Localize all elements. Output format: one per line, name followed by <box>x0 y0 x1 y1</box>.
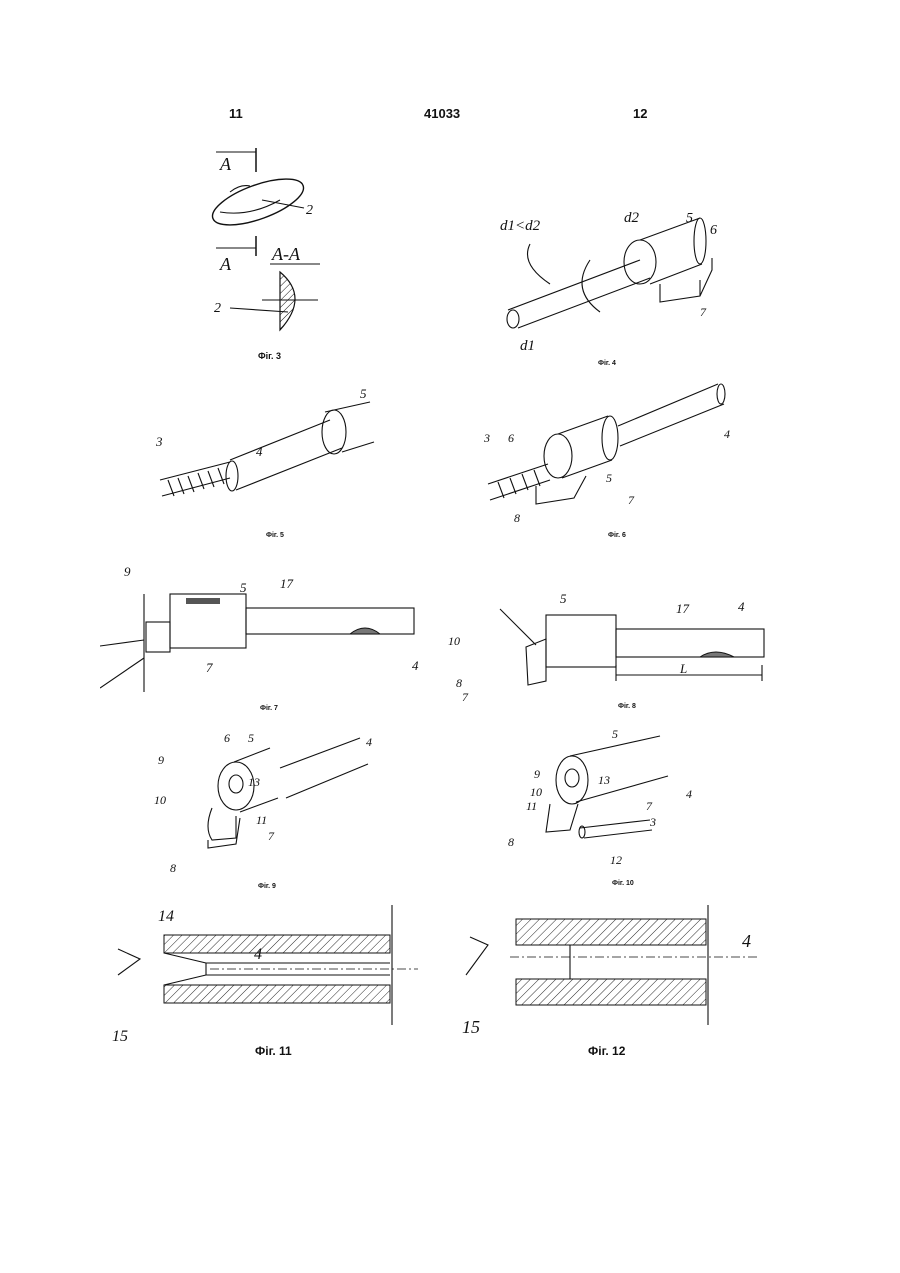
label-5: 5 <box>686 211 693 226</box>
page-number-left: 11 <box>229 106 243 121</box>
label-7: 7 <box>646 799 653 813</box>
label-11: 11 <box>256 813 267 827</box>
label-13: 13 <box>598 773 610 787</box>
label-5: 5 <box>560 591 567 606</box>
figure-8-drawing: 5 17 4 10 8 7 L <box>440 585 770 705</box>
label-9: 9 <box>124 564 131 579</box>
label-a-top: A <box>219 154 232 174</box>
label-17: 17 <box>280 576 294 591</box>
caption-fig-11: Фіг. 11 <box>255 1044 292 1058</box>
label-14: 14 <box>158 908 174 925</box>
label-4: 4 <box>366 735 372 749</box>
label-2a: 2 <box>306 203 313 218</box>
label-13: 13 <box>248 775 260 789</box>
figure-10-drawing: 5 9 13 10 4 11 7 3 8 12 <box>500 728 710 878</box>
label-7: 7 <box>206 660 213 675</box>
label-d1: d1 <box>520 338 535 354</box>
patent-number: 41033 <box>424 106 460 121</box>
label-4: 4 <box>254 946 262 963</box>
label-section: A-A <box>271 244 301 264</box>
caption-fig-8: Фіг. 8 <box>618 703 636 710</box>
label-4: 4 <box>724 427 730 441</box>
label-3: 3 <box>155 434 163 449</box>
label-10: 10 <box>530 785 542 799</box>
label-9: 9 <box>158 753 164 767</box>
figure-9-drawing: 6 5 4 9 13 10 11 7 8 <box>140 728 400 878</box>
label-12: 12 <box>610 853 622 867</box>
label-8: 8 <box>508 835 514 849</box>
label-L: L <box>679 661 687 676</box>
caption-fig-9: Фіг. 9 <box>258 883 276 890</box>
label-10: 10 <box>448 634 460 648</box>
label-8: 8 <box>514 511 520 525</box>
page-number-right: 12 <box>633 106 647 121</box>
caption-fig-10: Фіг. 10 <box>612 880 634 887</box>
label-9: 9 <box>534 767 540 781</box>
caption-fig-3: Фіг. 3 <box>258 351 281 361</box>
label-17: 17 <box>676 601 690 616</box>
label-5: 5 <box>612 728 618 741</box>
figure-4-drawing: d1<d2 d2 5 6 7 d1 <box>490 200 730 360</box>
figure-11-drawing: 14 4 15 <box>110 905 420 1045</box>
label-7: 7 <box>628 493 635 507</box>
label-8: 8 <box>170 861 176 875</box>
label-3: 3 <box>483 431 490 445</box>
label-d2: d2 <box>624 210 640 226</box>
label-11: 11 <box>526 799 537 813</box>
figure-3-drawing: A 2 A A-A 2 <box>200 140 340 340</box>
label-4: 4 <box>412 658 419 673</box>
label-15: 15 <box>112 1028 128 1045</box>
caption-fig-4: Фіг. 4 <box>598 360 616 367</box>
label-d1-d2: d1<d2 <box>500 218 541 234</box>
label-3: 3 <box>649 815 656 829</box>
label-5: 5 <box>248 731 254 745</box>
figure-6-drawing: 3 6 5 7 8 4 <box>478 376 748 526</box>
caption-fig-6: Фіг. 6 <box>608 532 626 539</box>
label-5: 5 <box>360 386 367 401</box>
caption-fig-12: Фіг. 12 <box>588 1044 625 1058</box>
label-a-bottom: A <box>219 254 232 274</box>
label-6: 6 <box>508 431 514 445</box>
label-5: 5 <box>240 580 247 595</box>
figure-5-drawing: 3 4 5 <box>150 380 390 520</box>
label-8: 8 <box>456 676 462 690</box>
label-4: 4 <box>686 787 692 801</box>
caption-fig-5: Фіг. 5 <box>266 532 284 539</box>
label-15: 15 <box>462 1017 480 1037</box>
caption-fig-7: Фіг. 7 <box>260 705 278 712</box>
label-5: 5 <box>606 471 612 485</box>
label-6: 6 <box>224 731 230 745</box>
label-4: 4 <box>738 599 745 614</box>
label-7: 7 <box>268 829 275 843</box>
label-2b: 2 <box>214 301 221 316</box>
label-10: 10 <box>154 793 166 807</box>
figure-7-drawing: 9 5 17 7 4 <box>100 558 440 698</box>
label-4: 4 <box>742 931 751 951</box>
label-4: 4 <box>256 444 263 459</box>
figure-12-drawing: 4 15 <box>460 905 770 1045</box>
label-7: 7 <box>462 690 469 704</box>
label-7: 7 <box>700 305 707 319</box>
label-6: 6 <box>710 223 717 238</box>
